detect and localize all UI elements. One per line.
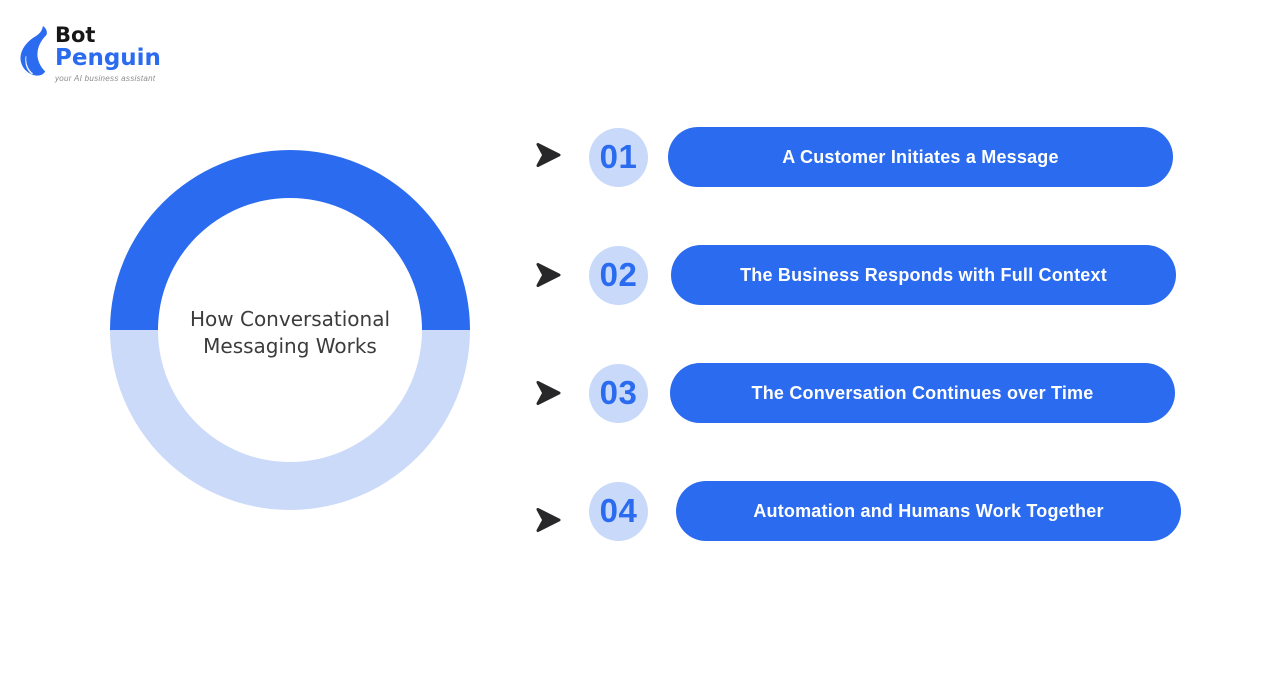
logo-brand-bottom: Penguin [55, 45, 161, 71]
diagram-title-line1: How Conversational [189, 307, 391, 331]
step-number-badge-3: 03 [589, 363, 648, 423]
step-label: The Business Responds with Full Context [740, 264, 1107, 285]
step-label: A Customer Initiates a Message [782, 146, 1059, 167]
donut-ring: How Conversational Messaging Works [110, 150, 470, 510]
botpenguin-logo: Bot Penguin your AI business assistant [16, 24, 161, 83]
diagram-title-line2: Messaging Works [203, 334, 377, 358]
step-pill-2: The Business Responds with Full Context [671, 245, 1176, 305]
step-row-3: 03 The Conversation Continues over Time [536, 363, 1175, 423]
arrow-right-icon [536, 262, 561, 288]
logo-text: Bot Penguin your AI business assistant [55, 24, 161, 83]
step-number-badge-1: 01 [589, 127, 648, 187]
step-label: The Conversation Continues over Time [751, 382, 1094, 403]
step-number: 04 [599, 492, 638, 529]
step-pill-1: A Customer Initiates a Message [668, 127, 1173, 187]
diagram-title: How Conversational Messaging Works [190, 306, 390, 360]
arrow-right-icon [536, 380, 561, 406]
step-row-4: 04 Automation and Humans Work Together [536, 481, 1181, 541]
step-label: Automation and Humans Work Together [753, 500, 1104, 521]
step-row-1: 01 A Customer Initiates a Message [536, 127, 1173, 187]
step-number: 03 [599, 374, 638, 411]
arrow-right-icon [536, 507, 561, 533]
step-pill-3: The Conversation Continues over Time [670, 363, 1175, 423]
step-number: 01 [599, 138, 638, 175]
penguin-icon [16, 26, 52, 76]
donut-center: How Conversational Messaging Works [158, 198, 422, 462]
logo-tagline: your AI business assistant [55, 74, 156, 83]
logo-brand-top: Bot [55, 23, 96, 47]
arrow-right-icon [536, 142, 561, 168]
step-pill-4: Automation and Humans Work Together [676, 481, 1181, 541]
step-number-badge-2: 02 [589, 245, 648, 305]
step-number-badge-4: 04 [589, 481, 648, 541]
step-row-2: 02 The Business Responds with Full Conte… [536, 245, 1176, 305]
step-number: 02 [599, 256, 638, 293]
